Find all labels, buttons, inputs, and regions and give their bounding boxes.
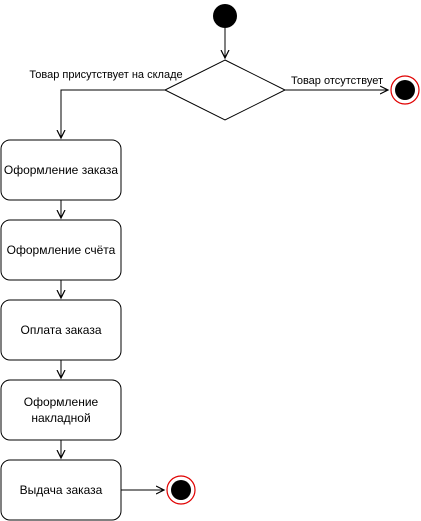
decision-node: [163, 59, 287, 121]
initial-node: [213, 4, 237, 28]
flow-in-stock: [61, 89, 165, 138]
activity-order-delivery: Выдача заказа: [0, 459, 122, 521]
activity-waybill-registration: Оформление накладной: [0, 379, 122, 441]
activity-order-payment: Оплата заказа: [0, 299, 122, 361]
activity-label: Оплата заказа: [20, 323, 101, 337]
final-node-end: [166, 475, 196, 505]
activity-label: Оформление счёта: [7, 243, 116, 257]
final-node-out-of-stock: [390, 75, 420, 105]
activity-label-line-2: накладной: [31, 411, 90, 425]
activity-label-line-1: Оформление: [24, 395, 99, 409]
activity-label: Оформление заказа: [4, 163, 119, 177]
label-out-of-stock: Товар отсутствует: [291, 75, 383, 87]
label-in-stock: Товар присутствует на складе: [29, 69, 182, 81]
activity-order-registration: Оформление заказа: [0, 139, 122, 201]
activity-label: Выдача заказа: [20, 483, 103, 497]
activity-invoice-registration: Оформление счёта: [0, 219, 122, 281]
